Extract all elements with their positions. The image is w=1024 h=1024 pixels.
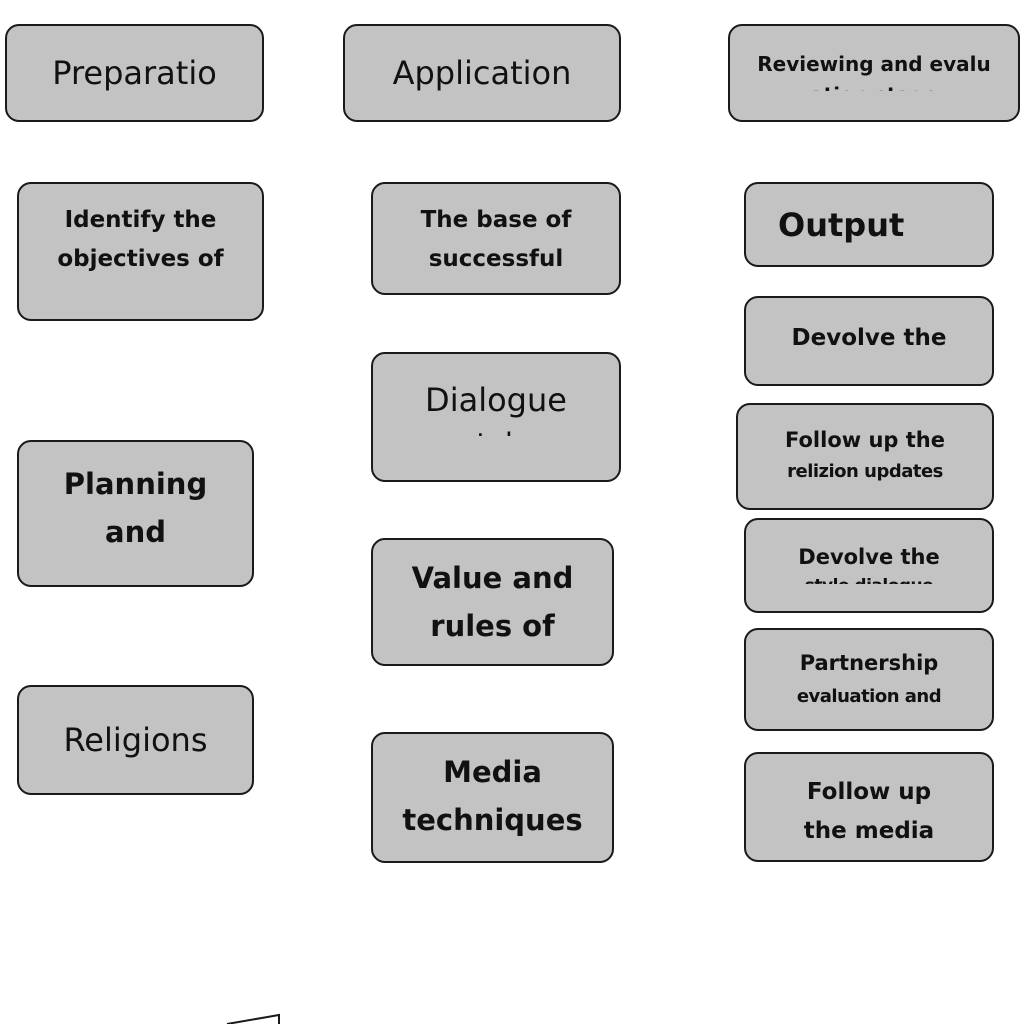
follow-up-religion-line-2: relizion updates (787, 461, 943, 483)
identify-objectives-box: Identify the objectives of (17, 182, 264, 321)
devolve-style-line-2: style dialogue (805, 576, 933, 584)
religions-box: Religions (17, 685, 254, 795)
planning-line-1: Planning (63, 467, 208, 501)
dialogue-style-box: Dialogue style (371, 352, 621, 482)
partnership-evaluation-line-1: Partnership (799, 651, 939, 675)
follow-up-religion-line-1: Follow up the (785, 428, 945, 452)
devolve-style-line-1: Devolve the (798, 545, 940, 569)
value-rules-line-2: rules of (430, 609, 555, 644)
religions-label: Religions (63, 721, 208, 759)
media-techniques-box: Media techniques (371, 732, 614, 863)
stage-reviewing-line-2: ation stage (810, 83, 938, 91)
stage-preparation-box: Preparatio (5, 24, 264, 122)
arrow-shape-partial (226, 1013, 280, 1024)
devolve-box: Devolve the (744, 296, 994, 386)
value-rules-box: Value and rules of (371, 538, 614, 666)
media-techniques-line-2: techniques (402, 803, 583, 838)
devolve-style-box: Devolve the style dialogue (744, 518, 994, 613)
follow-up-media-line-1: Follow up (806, 779, 932, 805)
follow-up-religion-box: Follow up the relizion updates (736, 403, 994, 510)
base-successful-box: The base of successful (371, 182, 621, 295)
value-rules-line-1: Value and (411, 561, 574, 595)
base-successful-line-2: successful (428, 245, 564, 272)
partnership-evaluation-box: Partnership evaluation and (744, 628, 994, 731)
identify-objectives-line-2: objectives of (57, 245, 224, 272)
stage-preparation-label: Preparatio (52, 54, 217, 92)
output-box: Output (744, 182, 994, 267)
output-label: Output (778, 205, 905, 244)
dialogue-style-line-2: style (461, 426, 531, 436)
identify-objectives-line-1: Identify the (64, 207, 217, 233)
partnership-evaluation-line-2: evaluation and (796, 686, 942, 708)
media-techniques-line-1: Media (443, 755, 542, 789)
stage-reviewing-box: Reviewing and evalu ation stage (728, 24, 1020, 122)
devolve-label: Devolve the (791, 325, 947, 351)
stage-application-box: Application (343, 24, 621, 122)
follow-up-media-box: Follow up the media (744, 752, 994, 862)
planning-box: Planning and (17, 440, 254, 587)
planning-line-2: and (105, 515, 166, 550)
follow-up-media-line-2: the media (803, 817, 935, 844)
base-successful-line-1: The base of (420, 207, 572, 233)
stage-reviewing-line-1: Reviewing and evalu (757, 52, 991, 76)
dialogue-style-line-1: Dialogue (425, 381, 567, 419)
stage-application-label: Application (392, 54, 572, 92)
